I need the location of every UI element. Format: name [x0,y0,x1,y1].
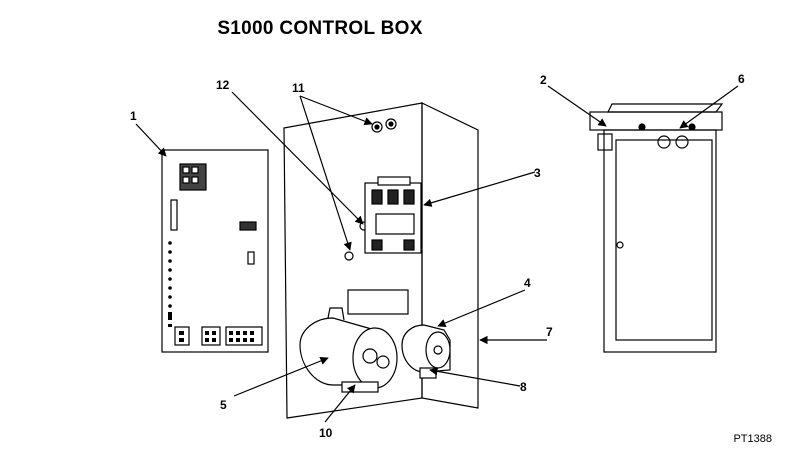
callout-10: 10 [319,426,333,440]
contactor [364,176,422,254]
capacitor [299,307,398,393]
control-box-panel [283,102,479,419]
callout-6: 6 [738,72,745,86]
callout-7: 7 [546,325,553,339]
callout-4: 4 [524,276,531,290]
callout-labels: 1 2 3 4 5 6 7 8 10 11 12 [130,72,745,440]
motor-assembly [401,324,451,379]
callout-8: 8 [520,380,527,394]
callout-11: 11 [292,81,305,95]
callout-5: 5 [220,398,227,412]
control-board [161,149,269,353]
callout-2: 2 [540,73,547,87]
callout-3: 3 [534,166,541,180]
screws [344,118,397,261]
diagram-title: S1000 CONTROL BOX [217,18,423,39]
callout-12: 12 [216,78,230,92]
callout-1: 1 [130,109,137,123]
side-view-cabinet [589,103,724,353]
leader-lines [135,85,739,423]
part-code: PT1388 [733,433,772,445]
